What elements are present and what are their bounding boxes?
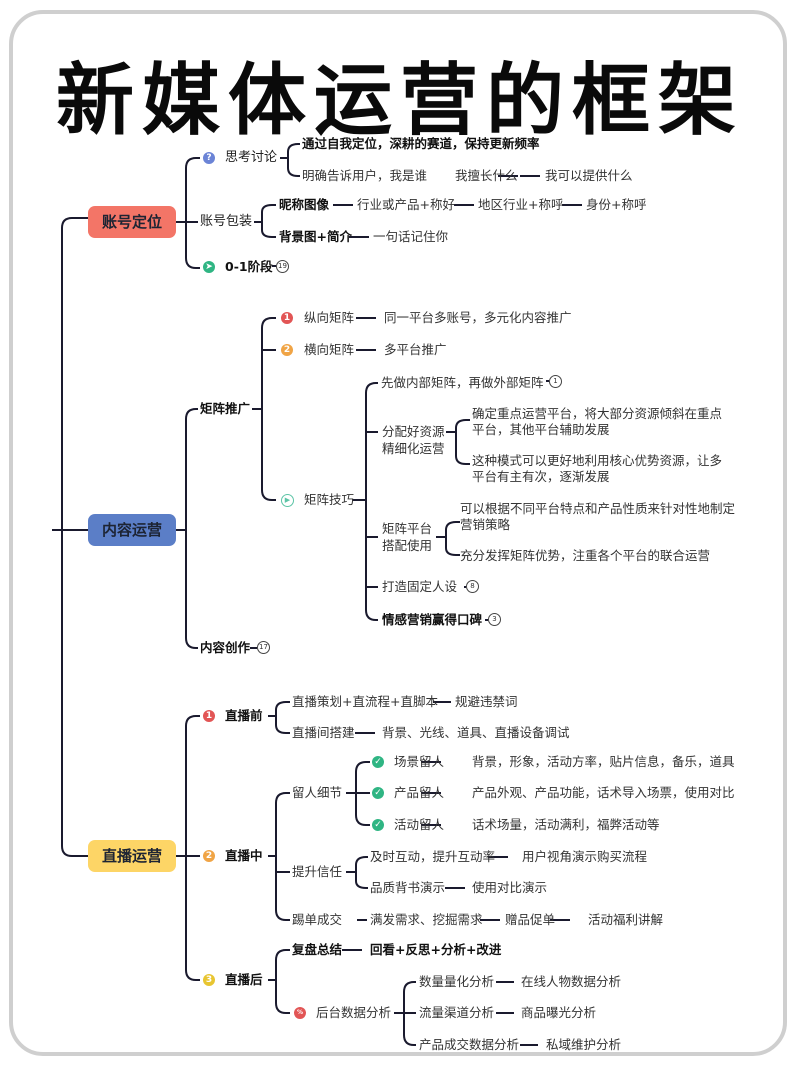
node-deal[interactable]: 踢单成交	[292, 912, 343, 927]
node-before-r2b[interactable]: 背景、光线、道具、直播设备调试	[382, 725, 570, 740]
percent-icon: %	[294, 1007, 306, 1019]
node-data-2-desc[interactable]: 私域维护分析	[546, 1037, 622, 1052]
node-nick-2[interactable]: 地区行业+称呼	[478, 197, 564, 212]
root-account-positioning[interactable]: 账号定位	[88, 206, 176, 238]
node-stage[interactable]: 0-1阶段	[225, 259, 273, 274]
node-emotion[interactable]: 情感营销赢得口碑	[382, 612, 483, 627]
priority-1-icon: 1	[281, 312, 293, 324]
node-data-0[interactable]: 数量量化分析	[419, 974, 495, 989]
check-icon: ✓	[372, 819, 384, 831]
node-trust-r1b[interactable]: 用户视角演示购买流程	[522, 849, 648, 864]
node-before[interactable]: 直播前	[225, 708, 263, 723]
node-keep-0-desc[interactable]: 背景，形象，活动方率，贴片信息，备乐，道具	[472, 754, 735, 769]
node-persona[interactable]: 打造固定人设	[382, 579, 458, 594]
node-keep-2-desc[interactable]: 话术场量，活动满利，福弊活动等	[472, 817, 660, 832]
node-think-c2c[interactable]: 我可以提供什么	[545, 168, 633, 183]
page-title: 新媒体运营的框架	[55, 56, 744, 146]
node-after[interactable]: 直播后	[225, 972, 263, 987]
node-vertical[interactable]: 纵向矩阵	[304, 310, 355, 325]
node-deal-2[interactable]: 赠品促单	[505, 912, 556, 927]
node-create[interactable]: 内容创作	[200, 640, 251, 655]
node-combo-a[interactable]: 可以根据不同平台特点和产品性质来针对性地制定营销策略	[460, 501, 736, 532]
priority-3-icon: 3	[203, 974, 215, 986]
root-live-operation[interactable]: 直播运营	[88, 840, 176, 872]
node-matrix[interactable]: 矩阵推广	[200, 401, 251, 416]
node-during[interactable]: 直播中	[225, 848, 263, 863]
node-data-2[interactable]: 产品成交数据分析	[419, 1037, 520, 1052]
count-badge[interactable]: 8	[466, 580, 479, 593]
node-vertical-desc[interactable]: 同一平台多账号，多元化内容推广	[384, 310, 572, 325]
node-before-r1[interactable]: 直播策划+直流程+直脚本	[292, 694, 438, 709]
node-alloc-b[interactable]: 这种模式可以更好地利用核心优势资源，让多平台有主有次，逐渐发展	[472, 453, 723, 484]
priority-2-icon: 2	[203, 850, 215, 862]
node-trust-r1[interactable]: 及时互动，提升互动率	[370, 849, 496, 864]
node-keep-1[interactable]: 产品留人	[394, 785, 445, 800]
node-review[interactable]: 复盘总结	[292, 942, 343, 957]
node-before-r2[interactable]: 直播间搭建	[292, 725, 355, 740]
node-nick[interactable]: 昵称图像	[279, 197, 330, 212]
node-think-c2b[interactable]: 我擅长什么	[455, 168, 518, 183]
node-review-desc[interactable]: 回看+反思+分析+改进	[370, 942, 502, 957]
node-bg-1[interactable]: 一句话记住你	[373, 229, 449, 244]
check-icon: ✓	[372, 787, 384, 799]
node-combo-b[interactable]: 充分发挥矩阵优势，注重各个平台的联合运营	[460, 548, 711, 563]
node-trust-r2b[interactable]: 使用对比演示	[472, 880, 548, 895]
node-keep-1-desc[interactable]: 产品外观、产品功能，话术导入场票，使用对比	[472, 785, 735, 800]
node-combo-1[interactable]: 矩阵平台	[382, 521, 433, 536]
node-think-c2a[interactable]: 明确告诉用户，我是谁	[302, 168, 428, 183]
node-nick-1[interactable]: 行业或产品+称好	[357, 197, 455, 212]
node-first[interactable]: 先做内部矩阵，再做外部矩阵	[381, 375, 544, 390]
node-keep-2[interactable]: 活动留人	[394, 817, 445, 832]
node-data-0-desc[interactable]: 在线人物数据分析	[521, 974, 622, 989]
count-badge[interactable]: 19	[276, 260, 289, 273]
node-think[interactable]: 思考讨论	[225, 150, 278, 165]
node-deal-1[interactable]: 满发需求、挖掘需求	[370, 912, 483, 927]
question-icon: ?	[203, 152, 215, 164]
running-icon: ➤	[203, 261, 215, 273]
node-keep-0[interactable]: 场景留人	[394, 754, 445, 769]
node-nick-3[interactable]: 身份+称呼	[586, 197, 647, 212]
node-horizontal[interactable]: 横向矩阵	[304, 342, 355, 357]
priority-1-icon: 1	[203, 710, 215, 722]
node-combo-2[interactable]: 搭配使用	[382, 538, 433, 553]
node-data-1[interactable]: 流量渠道分析	[419, 1005, 495, 1020]
node-data[interactable]: 后台数据分析	[316, 1005, 392, 1020]
node-bg[interactable]: 背景图+简介	[279, 229, 352, 244]
check-icon: ✓	[372, 756, 384, 768]
node-trust[interactable]: 提升信任	[292, 864, 343, 879]
root-content-operation[interactable]: 内容运营	[88, 514, 176, 546]
node-skills[interactable]: 矩阵技巧	[304, 492, 355, 507]
node-deal-3[interactable]: 活动福利讲解	[588, 912, 664, 927]
count-badge[interactable]: 1	[549, 375, 562, 388]
node-before-r1b[interactable]: 规避违禁词	[455, 694, 518, 709]
node-alloc-2[interactable]: 精细化运营	[382, 441, 445, 456]
node-keep[interactable]: 留人细节	[292, 785, 343, 800]
count-badge[interactable]: 3	[488, 613, 501, 626]
play-icon: ▶	[281, 494, 294, 507]
node-trust-r2[interactable]: 品质背书演示	[370, 880, 446, 895]
count-badge[interactable]: 17	[257, 641, 270, 654]
node-horizontal-desc[interactable]: 多平台推广	[384, 342, 447, 357]
node-pack[interactable]: 账号包装	[200, 214, 253, 229]
priority-2-icon: 2	[281, 344, 293, 356]
node-alloc-1[interactable]: 分配好资源	[382, 424, 445, 439]
node-alloc-a[interactable]: 确定重点运营平台，将大部分资源倾斜在重点平台，其他平台辅助发展	[472, 406, 723, 437]
node-think-c1[interactable]: 通过自我定位，深耕的赛道，保持更新频率	[302, 136, 540, 151]
node-data-1-desc[interactable]: 商品曝光分析	[521, 1005, 597, 1020]
